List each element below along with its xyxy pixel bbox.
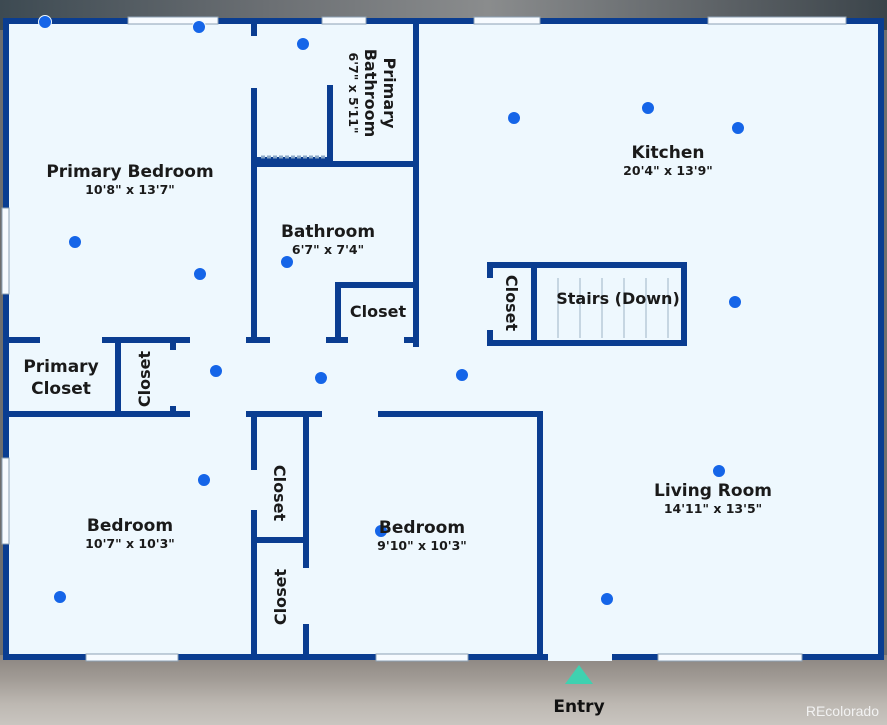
door-openings [40, 36, 612, 661]
photo-marker[interactable] [731, 121, 745, 135]
room-name: Closet [349, 302, 407, 321]
photo-marker[interactable] [374, 524, 388, 538]
door-opening [170, 350, 177, 406]
background-photo-bottom [0, 655, 887, 725]
room-bath-closet: Closet [350, 302, 406, 322]
windows [1, 16, 847, 662]
room-name: Primary Closet [23, 357, 99, 399]
room-dimensions: 9'10" x 10'3" [377, 538, 467, 553]
watermark: REcolorado [805, 703, 879, 719]
room-bedroom-2: Bedroom 9'10" x 10'3" [377, 518, 467, 554]
door-opening [270, 337, 326, 344]
photo-marker[interactable] [296, 37, 310, 51]
door-opening [251, 36, 258, 88]
room-hall-closet: Closet [135, 351, 155, 407]
stairs-header [539, 268, 681, 278]
photo-marker[interactable] [600, 592, 614, 606]
room-bedroom-1: Bedroom 10'7" x 10'3" [85, 516, 175, 552]
photo-marker[interactable] [193, 267, 207, 281]
room-bathroom: Bathroom 6'7" x 7'4" [281, 222, 375, 258]
door-opening [251, 470, 258, 510]
room-name: Living Room [654, 481, 772, 501]
door-opening [40, 337, 102, 344]
photo-marker[interactable] [68, 235, 82, 249]
door-opening [487, 278, 494, 330]
window [1, 207, 10, 295]
photo-marker[interactable] [209, 364, 223, 378]
window [473, 16, 541, 25]
window [127, 16, 219, 25]
photo-marker[interactable] [197, 473, 211, 487]
room-kitchen: Kitchen 20'4" x 13'9" [623, 143, 713, 179]
window [1, 457, 10, 545]
window [375, 653, 469, 662]
entry-arrow-icon[interactable] [565, 665, 593, 684]
door-opening [190, 411, 246, 418]
photo-marker[interactable] [641, 101, 655, 115]
door-opening [190, 337, 246, 344]
room-dimensions: 10'7" x 10'3" [85, 536, 175, 551]
photo-marker[interactable] [314, 371, 328, 385]
room-name: Bathroom [280, 222, 376, 242]
room-name: Primary Bathroom [361, 48, 399, 138]
room-closet-lower: Closet [271, 569, 291, 625]
window [657, 653, 803, 662]
photo-marker[interactable] [53, 590, 67, 604]
photo-marker[interactable] [38, 15, 52, 29]
room-name: Closet [271, 568, 290, 626]
room-dimensions: 14'11" x 13'5" [663, 501, 763, 516]
room-closet-upper: Closet [269, 465, 289, 521]
room-name: Closet [270, 464, 289, 522]
door-opening [348, 337, 404, 344]
room-name: Kitchen [631, 143, 705, 163]
room-dimensions: 6'7" x 5'11" [346, 52, 361, 134]
window [707, 16, 847, 25]
stair-treads [557, 270, 669, 338]
photo-markers[interactable] [38, 15, 745, 606]
photo-marker[interactable] [280, 255, 294, 269]
room-primary-bathroom: Primary Bathroom 6'7" x 5'11" [345, 28, 399, 158]
room-dimensions: 20'4" x 13'9" [623, 163, 713, 178]
entry-label: Entry [553, 697, 605, 717]
photo-marker[interactable] [507, 111, 521, 125]
room-primary-closet: Primary Closet [21, 356, 101, 400]
room-name: Closet [135, 350, 154, 408]
room-name: Primary Bedroom [46, 162, 214, 182]
room-primary-bedroom: Primary Bedroom 10'8" x 13'7" [46, 162, 213, 198]
window [321, 16, 367, 25]
room-dimensions: 6'7" x 7'4" [291, 242, 365, 257]
photo-marker[interactable] [728, 295, 742, 309]
photo-marker[interactable] [455, 368, 469, 382]
room-name: Closet [502, 274, 521, 332]
room-stairs-closet: Closet [501, 275, 521, 331]
window [85, 653, 179, 662]
door-opening [548, 654, 612, 661]
door-opening [303, 568, 310, 624]
room-name: Bedroom [378, 518, 466, 538]
room-dimensions: 10'8" x 13'7" [85, 182, 175, 197]
room-name: Bedroom [86, 516, 174, 536]
room-living-room: Living Room 14'11" x 13'5" [654, 481, 772, 517]
stairs-label: Stairs (Down) [556, 289, 680, 308]
stairs-down[interactable]: Stairs (Down) [556, 289, 680, 309]
photo-marker[interactable] [192, 20, 206, 34]
door-opening [322, 411, 378, 418]
photo-marker[interactable] [712, 464, 726, 478]
